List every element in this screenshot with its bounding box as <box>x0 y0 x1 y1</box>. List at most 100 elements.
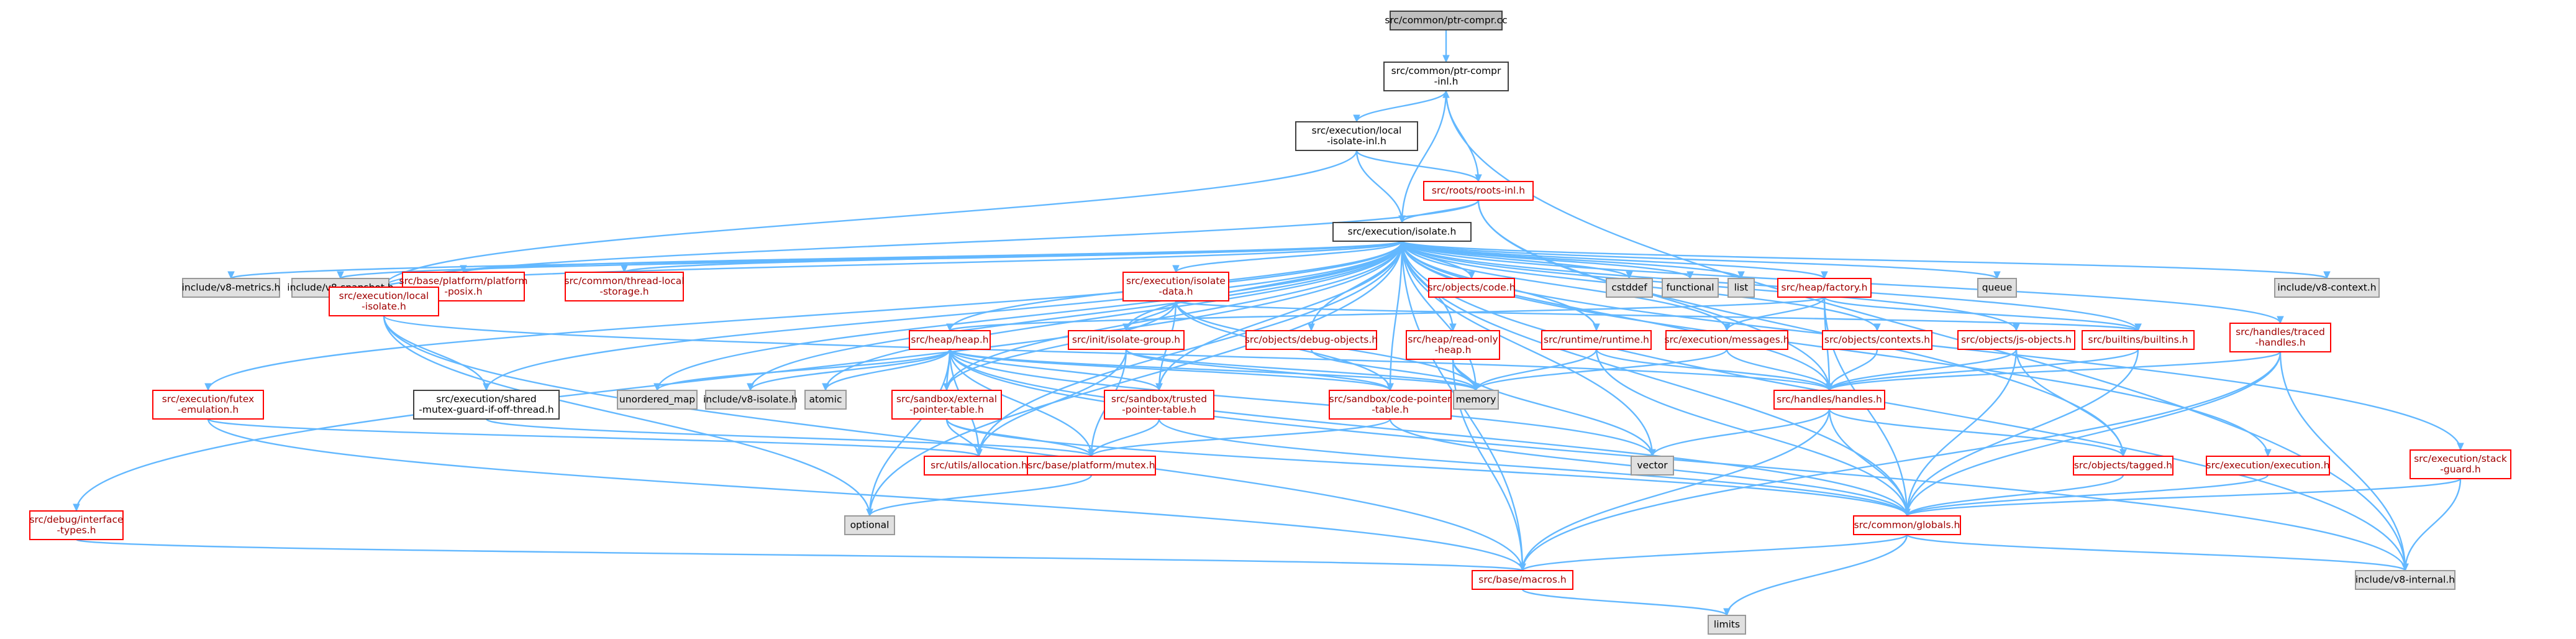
node-utils-allocation[interactable]: src/utils/allocation.h <box>924 456 1034 476</box>
node-box[interactable] <box>329 287 439 316</box>
node-box[interactable] <box>1122 272 1229 301</box>
node-interface-types[interactable]: src/debug/interface-types.h <box>29 510 124 540</box>
edge-roots_inl-to-objects_tagged <box>1477 200 2124 457</box>
node-box[interactable] <box>1853 515 1961 535</box>
node-box[interactable] <box>1406 330 1500 360</box>
node-box[interactable] <box>1428 278 1515 298</box>
edge-stack_guard-to-common_globals <box>1906 477 2462 517</box>
node-local-isolate-inl[interactable]: src/execution/local-isolate-inl.h <box>1295 121 1418 151</box>
edge-debug_objects-to-memory <box>1310 349 1477 391</box>
node-js-objects[interactable]: src/objects/js-objects.h <box>1957 330 2075 350</box>
node-box[interactable] <box>2073 456 2173 476</box>
node-box[interactable] <box>1329 390 1452 420</box>
node-box[interactable] <box>2082 330 2195 350</box>
node-label: include/v8-context.h <box>2277 282 2376 293</box>
edge-isolate_h-to-v8_internal <box>1401 241 2406 571</box>
node-box[interactable] <box>2410 449 2511 479</box>
node-box[interactable] <box>1068 330 1185 350</box>
node-label: src/execution/isolate.h <box>1348 226 1457 237</box>
node-box[interactable] <box>2229 323 2331 352</box>
node-box[interactable] <box>1777 278 1872 298</box>
node-box[interactable] <box>1472 570 1573 590</box>
node-builtins-h[interactable]: src/builtins/builtins.h <box>2082 330 2195 350</box>
node-futex-emulation[interactable]: src/execution/futex-emulation.h <box>152 390 264 420</box>
edge-ptr_compr_inl-to-local_isolate_inl <box>1355 90 1447 122</box>
node-queue: queue <box>1977 278 2017 298</box>
node-isolate-group[interactable]: src/init/isolate-group.h <box>1068 330 1185 350</box>
edge-common_globals-to-base_macros <box>1521 533 1908 572</box>
node-box[interactable] <box>1423 181 1534 201</box>
node-base-macros[interactable]: src/base/macros.h <box>1472 570 1573 590</box>
node-objects-tagged[interactable]: src/objects/tagged.h <box>2073 456 2173 476</box>
node-debug-objects[interactable]: src/objects/debug-objects.h <box>1245 330 1378 350</box>
node-box[interactable] <box>909 330 991 350</box>
node-label: src/common/globals.h <box>1854 520 1960 531</box>
node-box[interactable] <box>1332 222 1472 242</box>
node-box <box>2274 278 2380 298</box>
arrowhead-heap_factory-to-builtins_h <box>2134 323 2142 332</box>
node-thread-local-storage[interactable]: src/common/thread-local-storage.h <box>564 272 685 301</box>
arrowhead-heap_h-to-trusted_pointer_table <box>1155 383 1163 392</box>
arrowhead-heap_h-to-v8_isolate <box>747 383 754 392</box>
node-label: src/handles/handles.h <box>1777 394 1882 405</box>
edge-handles_h-to-vector <box>1651 408 1831 457</box>
node-execution-execution[interactable]: src/execution/execution.h <box>2206 456 2330 476</box>
node-label: src/init/isolate-group.h <box>1072 334 1180 346</box>
node-box[interactable] <box>1027 456 1156 476</box>
node-box[interactable] <box>565 272 684 301</box>
node-box[interactable] <box>1665 330 1788 350</box>
node-handles-h[interactable]: src/handles/handles.h <box>1773 390 1885 410</box>
arrowhead-isolate_h-to-list <box>1737 271 1745 280</box>
node-isolate-h[interactable]: src/execution/isolate.h <box>1332 222 1472 242</box>
edge-code_pointer_table-to-platform_mutex <box>1090 418 1391 457</box>
node-local-isolate[interactable]: src/execution/local-isolate.h <box>329 287 439 316</box>
edge-external_pointer_table-to-common_globals <box>945 418 1908 517</box>
node-label: functional <box>1666 282 1714 293</box>
node-heap-h[interactable]: src/heap/heap.h <box>909 330 991 350</box>
node-box[interactable] <box>1295 121 1418 151</box>
node-box[interactable] <box>1104 390 1214 420</box>
node-label: -posix.h <box>444 286 482 297</box>
edge-roots_inl-to-local_isolate <box>383 200 1480 288</box>
node-box[interactable] <box>1541 330 1652 350</box>
node-ptr-compr-inl[interactable]: src/common/ptr-compr-inl.h <box>1383 62 1509 91</box>
node-read-only-heap[interactable]: src/heap/read-only-heap.h <box>1406 330 1500 360</box>
node-box[interactable] <box>1822 330 1932 350</box>
arrowhead-isolate_h-to-runtime_h <box>1593 323 1600 332</box>
node-box[interactable] <box>891 390 1002 420</box>
node-common-globals[interactable]: src/common/globals.h <box>1853 515 1961 535</box>
node-heap-factory[interactable]: src/heap/factory.h <box>1777 278 1872 298</box>
node-trusted-pointer-table[interactable]: src/sandbox/trusted-pointer-table.h <box>1104 390 1214 420</box>
node-contexts-h[interactable]: src/objects/contexts.h <box>1822 330 1932 350</box>
edge-isolate_group-to-memory <box>1125 348 1477 392</box>
node-runtime-h[interactable]: src/runtime/runtime.h <box>1541 330 1652 350</box>
node-external-pointer-table[interactable]: src/sandbox/external-pointer-table.h <box>891 390 1002 420</box>
node-code-pointer-table[interactable]: src/sandbox/code-pointer-table.h <box>1329 390 1452 420</box>
edge-heap_h-to-platform_mutex <box>949 349 1093 457</box>
node-box[interactable] <box>1773 390 1885 410</box>
node-box[interactable] <box>2206 456 2330 476</box>
node-v8-internal: include/v8-internal.h <box>2355 570 2455 590</box>
node-box[interactable] <box>924 456 1034 476</box>
node-traced-handles[interactable]: src/handles/traced-handles.h <box>2229 323 2331 352</box>
arrowhead-handles_h-to-vector <box>1649 449 1656 457</box>
node-box[interactable] <box>1957 330 2075 350</box>
node-objects-code[interactable]: src/objects/code.h <box>1427 278 1516 298</box>
node-box[interactable] <box>1383 62 1509 91</box>
edge-handles_h-to-common_globals <box>1828 408 1908 517</box>
edge-shared_mutex_guard-to-platform_mutex <box>485 418 1093 457</box>
node-box[interactable] <box>413 390 560 420</box>
node-box[interactable] <box>1245 330 1377 350</box>
node-platform-mutex[interactable]: src/base/platform/mutex.h <box>1027 456 1156 476</box>
node-roots-inl[interactable]: src/roots/roots-inl.h <box>1423 181 1534 201</box>
node-shared-mutex-guard[interactable]: src/execution/shared-mutex-guard-if-off-… <box>413 390 560 420</box>
node-box[interactable] <box>152 390 264 420</box>
node-stack-guard[interactable]: src/execution/stack-guard.h <box>2410 449 2511 479</box>
node-label: src/common/ptr-compr.cc <box>1385 15 1507 26</box>
edge-isolate_h-to-code_pointer_table <box>1389 241 1403 391</box>
node-box[interactable] <box>29 510 124 540</box>
edge-local_isolate_inl-to-local_isolate <box>383 150 1358 288</box>
node-messages-h[interactable]: src/execution/messages.h <box>1664 330 1790 350</box>
arrowhead-isolate_h-to-platform_posix <box>460 265 467 274</box>
node-isolate-data[interactable]: src/execution/isolate-data.h <box>1122 272 1229 301</box>
